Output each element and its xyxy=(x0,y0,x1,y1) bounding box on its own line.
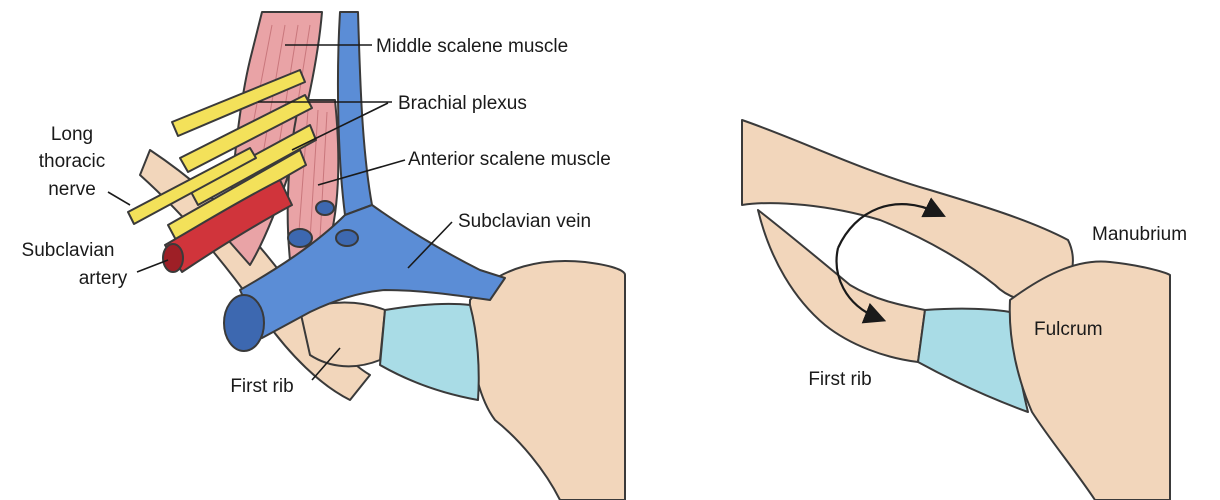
left-panel: Middle scalene muscle Brachial plexus An… xyxy=(22,12,625,500)
leader-long-thoracic xyxy=(108,192,130,205)
costal-cartilage-left xyxy=(380,304,479,400)
right-panel: Manubrium Fulcrum First rib xyxy=(742,120,1187,500)
label-subclavian-vein: Subclavian vein xyxy=(458,211,591,232)
leader-subclavian-artery xyxy=(137,260,168,272)
label-subclavian-artery-2: artery xyxy=(79,268,128,289)
label-long-thoracic-1: Long xyxy=(51,124,93,145)
vein-branch-1 xyxy=(288,229,312,247)
vein-branch-2 xyxy=(336,230,358,246)
label-brachial-plexus: Brachial plexus xyxy=(398,93,527,114)
label-middle-scalene: Middle scalene muscle xyxy=(376,36,568,57)
first-rib-left xyxy=(300,303,385,367)
label-subclavian-artery-1: Subclavian xyxy=(22,240,115,261)
label-fulcrum: Fulcrum xyxy=(1034,319,1103,340)
label-anterior-scalene: Anterior scalene muscle xyxy=(408,149,611,170)
subclavian-artery-lumen xyxy=(163,244,183,272)
label-manubrium: Manubrium xyxy=(1092,224,1187,245)
vein-branch-3 xyxy=(316,201,334,215)
label-long-thoracic-3: nerve xyxy=(48,179,96,200)
subclavian-vein-lumen xyxy=(224,295,264,351)
label-long-thoracic-2: thoracic xyxy=(39,151,106,172)
label-first-rib-right: First rib xyxy=(808,369,871,390)
label-first-rib-left: First rib xyxy=(230,376,293,397)
manubrium-right xyxy=(1010,261,1170,500)
